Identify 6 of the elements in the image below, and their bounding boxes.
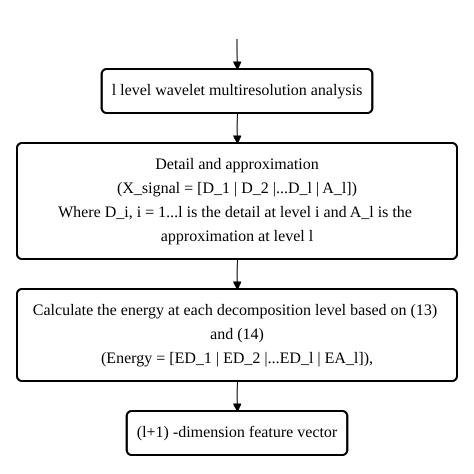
arrow xyxy=(232,38,242,70)
arrow xyxy=(232,381,242,412)
arrow xyxy=(232,113,242,144)
arrow xyxy=(232,259,242,290)
node-text: Calculate the energy at each decomposition level based on (13) and (14) (Energy = [ED_1 | ED_2 |...ED_l | EA_l]), xyxy=(32,302,438,367)
node-text: Detail and approximation (X_signal = [D_1 | D_2 |...D_l | A_l]) Where D_i, i = 1...l is the detail at level i and A_l is the approximation at level l xyxy=(58,156,412,245)
